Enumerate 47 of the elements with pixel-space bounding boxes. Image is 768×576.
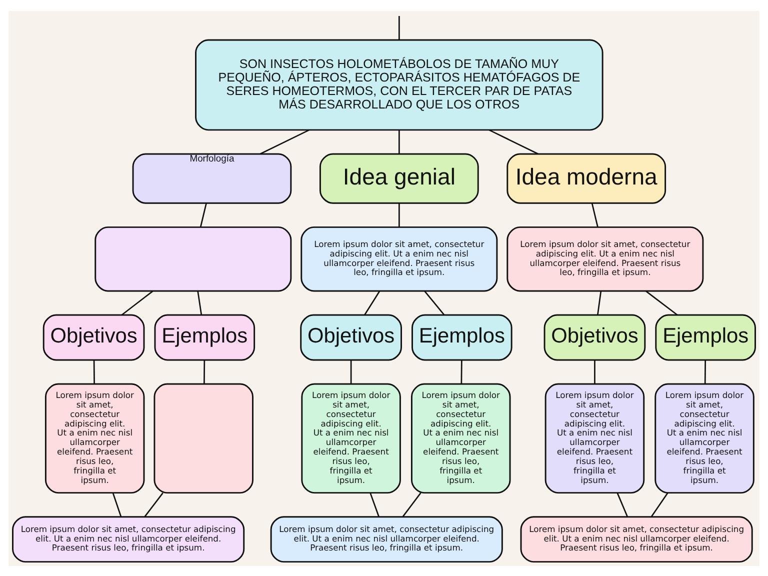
- connector: [398, 130, 400, 154]
- connector: [200, 202, 207, 227]
- connector: [424, 290, 445, 315]
- node-box: Idea moderna: [506, 152, 666, 204]
- node-box: Lorem ipsum dolor sit amet, consectetur adipiscing elit. Ut a enim nec nisl ullamcorper eleifend. Praesent risus leo, fringilla et ipsum.: [270, 516, 503, 562]
- connector: [398, 202, 400, 226]
- connector: [460, 360, 462, 384]
- connector: [121, 290, 154, 316]
- node-box: Lorem ipsum dolor sit amet, consectetur adipiscing elit. Ut a enim nec nisl ullamcorper eleifend. Praesent risus leo, fringilla et ipsum.: [410, 382, 511, 494]
- connector: [350, 360, 352, 384]
- node-box: Ejemplos: [412, 314, 512, 360]
- connector: [204, 360, 206, 384]
- node-box: Lorem ipsum dolor sit amet, consectetur adipiscing elit. Ut a enim nec nisl ullamcorper eleifend. Praesent risus leo, fringilla et ipsum.: [12, 516, 245, 562]
- connector: [93, 360, 95, 384]
- node-box: Ejemplos: [154, 314, 256, 360]
- connector: [144, 492, 164, 516]
- node-box: Lorem ipsum dolor sit amet, consectetur adipiscing elit. Ut a enim nec nisl ullamcorper eleifend. Praesent risus leo, fringilla et ipsum.: [44, 382, 145, 494]
- connector: [488, 128, 538, 154]
- node-box: [94, 226, 292, 292]
- connector: [260, 128, 310, 154]
- connector: [650, 492, 668, 516]
- node-box: Lorem ipsum dolor sit amet, consectetur adipiscing elit. Ut a enim nec nisl ullamcorper eleifend. Praesent risus leo, fringilla et ipsum.: [301, 382, 401, 494]
- connector: [591, 202, 598, 227]
- node-box: Lorem ipsum dolor sit amet, consectetur adipiscing elit. Ut a enim nec nisl ullamcorper eleifend. Praesent risus leo, fringilla et ipsum.: [654, 382, 754, 494]
- connector: [364, 290, 380, 315]
- connector: [594, 360, 596, 384]
- connector: [616, 492, 628, 516]
- node-box: Lorem ipsum dolor sit amet, consectetur adipiscing elit. Ut a enim nec nisl ullamcorper eleifend. Praesent risus leo, fringilla et ipsum.: [520, 516, 753, 562]
- connector: [704, 360, 706, 384]
- node-box: Objetivos: [42, 314, 145, 360]
- connector: [402, 492, 422, 516]
- connector: [646, 290, 678, 316]
- connector: [197, 290, 202, 314]
- node-box: Lorem ipsum dolor sit amet, consectetur adipiscing elit. Ut a enim nec nisl ullamcorper eleifend. Praesent risus leo, fringilla et ipsum.: [300, 226, 498, 292]
- node-box: Idea genial: [319, 152, 479, 204]
- connector: [398, 16, 400, 40]
- node-box: Ejemplos: [655, 314, 756, 360]
- node-box: Objetivos: [544, 314, 646, 360]
- node-box: SON INSECTOS HOLOMETÁBOLOS DE TAMAÑO MUY PEQUEÑO, ÁPTEROS, ECTOPARÁSITOS HEMATÓFAGOS DE SERES HOMEOTERMOS, CON EL TERCER PAR DE PATAS MÁS DESARROLLADO QUE LOS OTROS: [195, 38, 604, 130]
- node-box: Lorem ipsum dolor sit amet, consectetur adipiscing elit. Ut a enim nec nisl ullamcorper eleifend. Praesent risus leo, fringilla et ipsum.: [544, 382, 645, 494]
- node-box: [154, 382, 254, 494]
- node-box: Lorem ipsum dolor sit amet, consectetur adipiscing elit. Ut a enim nec nisl ullamcorper eleifend. Praesent risus leo, fringilla et ipsum.: [506, 226, 704, 292]
- connector: [370, 492, 380, 516]
- node-box: Morfología: [132, 152, 292, 204]
- connector: [597, 290, 602, 314]
- connector: [112, 492, 122, 516]
- node-box: Objetivos: [300, 314, 402, 360]
